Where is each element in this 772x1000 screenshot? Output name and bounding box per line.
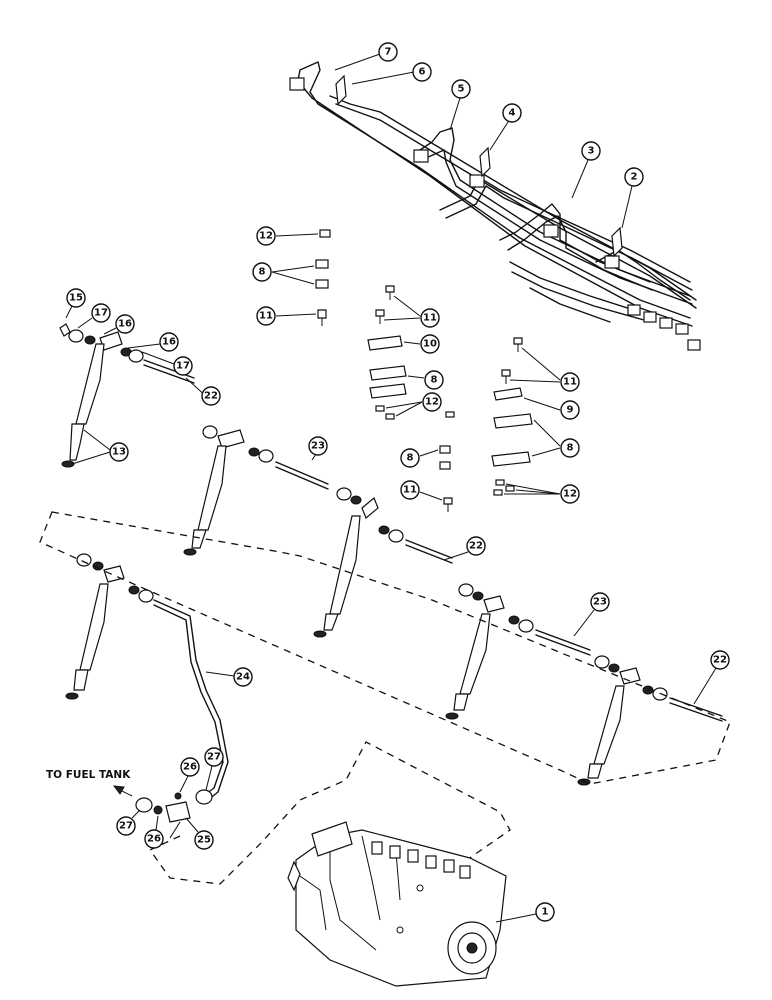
svg-text:25: 25 bbox=[197, 835, 211, 846]
svg-text:23: 23 bbox=[311, 441, 325, 452]
svg-text:9: 9 bbox=[567, 405, 574, 416]
callout-22-lower: 22 bbox=[693, 650, 730, 705]
injector-5 bbox=[445, 583, 591, 720]
callout-16-left: 16 bbox=[103, 314, 135, 335]
callout-26-lower: 26 bbox=[144, 815, 164, 849]
svg-text:16: 16 bbox=[162, 337, 176, 348]
callout-23-lower: 23 bbox=[573, 592, 610, 637]
injection-pump bbox=[287, 821, 507, 987]
svg-text:17: 17 bbox=[176, 361, 190, 372]
injection-lines-bundle bbox=[289, 61, 701, 351]
svg-text:12: 12 bbox=[425, 397, 439, 408]
svg-text:11: 11 bbox=[423, 313, 437, 324]
callout-27-upper: 27 bbox=[204, 747, 224, 791]
svg-text:7: 7 bbox=[385, 47, 392, 58]
callout-22-middle: 22 bbox=[443, 536, 486, 561]
svg-text:11: 11 bbox=[563, 377, 577, 388]
svg-text:6: 6 bbox=[419, 67, 426, 78]
clamp-hardware-center bbox=[367, 285, 455, 512]
svg-text:5: 5 bbox=[458, 84, 465, 95]
svg-text:12: 12 bbox=[259, 231, 273, 242]
callout-15: 15 bbox=[65, 288, 86, 319]
injector-2 bbox=[183, 425, 329, 556]
return-line bbox=[153, 599, 229, 801]
callout-10: 10 bbox=[403, 334, 440, 354]
callout-1: 1 bbox=[495, 902, 555, 923]
callout-8-center: 8 bbox=[407, 370, 444, 390]
callout-25: 25 bbox=[185, 817, 214, 850]
callouts: 7 6 5 4 3 2 12 8 bbox=[65, 42, 730, 923]
svg-text:23: 23 bbox=[593, 597, 607, 608]
injector-6 bbox=[577, 655, 723, 786]
injector-4 bbox=[65, 553, 154, 700]
svg-text:2: 2 bbox=[631, 172, 638, 183]
callout-2: 2 bbox=[621, 167, 644, 229]
svg-text:16: 16 bbox=[118, 319, 132, 330]
callout-24: 24 bbox=[205, 667, 253, 687]
callout-13: 13 bbox=[71, 429, 129, 465]
svg-text:22: 22 bbox=[713, 655, 727, 666]
callout-12-right: 12 bbox=[504, 483, 580, 504]
callout-11-right: 11 bbox=[509, 347, 580, 392]
svg-text:1: 1 bbox=[542, 907, 549, 918]
clamp-hardware-left bbox=[315, 229, 331, 326]
svg-text:8: 8 bbox=[431, 375, 438, 386]
svg-text:8: 8 bbox=[407, 453, 414, 464]
fuel-tank-fittings: TO FUEL TANK bbox=[46, 769, 213, 839]
callout-5: 5 bbox=[449, 79, 471, 131]
svg-text:26: 26 bbox=[147, 834, 161, 845]
callout-11-lower: 11 bbox=[400, 480, 443, 501]
callout-22-upper: 22 bbox=[185, 377, 221, 406]
clamp-hardware-right bbox=[491, 337, 533, 496]
callout-17-left: 17 bbox=[77, 303, 111, 329]
injector-1 bbox=[59, 323, 195, 468]
callout-23-upper: 23 bbox=[308, 436, 328, 461]
callout-12-top-left: 12 bbox=[256, 226, 319, 246]
svg-text:4: 4 bbox=[509, 108, 516, 119]
injector-3 bbox=[313, 487, 453, 638]
svg-text:11: 11 bbox=[403, 485, 417, 496]
svg-text:11: 11 bbox=[259, 311, 273, 322]
callout-26-upper: 26 bbox=[179, 757, 200, 793]
callout-4: 4 bbox=[489, 103, 522, 151]
callout-17-right: 17 bbox=[141, 351, 193, 376]
callout-27-lower: 27 bbox=[116, 809, 141, 836]
svg-text:26: 26 bbox=[183, 762, 197, 773]
svg-text:27: 27 bbox=[207, 752, 221, 763]
callout-8-top-left: 8 bbox=[252, 262, 315, 285]
svg-text:10: 10 bbox=[423, 339, 437, 350]
callout-7: 7 bbox=[334, 42, 398, 71]
svg-text:13: 13 bbox=[112, 447, 126, 458]
svg-text:22: 22 bbox=[204, 391, 218, 402]
svg-text:3: 3 bbox=[588, 146, 595, 157]
fuel-tank-caption: TO FUEL TANK bbox=[46, 769, 131, 781]
pump-group-outline bbox=[149, 741, 511, 885]
callout-11-center: 11 bbox=[383, 295, 440, 328]
callout-9: 9 bbox=[523, 397, 580, 420]
svg-text:8: 8 bbox=[567, 443, 574, 454]
callout-8-lower: 8 bbox=[400, 448, 439, 468]
callout-16-right: 16 bbox=[127, 332, 179, 352]
injector-group-outline bbox=[39, 511, 731, 785]
svg-text:27: 27 bbox=[119, 821, 133, 832]
callout-3: 3 bbox=[571, 141, 601, 199]
svg-text:12: 12 bbox=[563, 489, 577, 500]
svg-text:17: 17 bbox=[94, 308, 108, 319]
svg-text:8: 8 bbox=[259, 267, 266, 278]
svg-text:15: 15 bbox=[69, 293, 83, 304]
callout-12-center: 12 bbox=[385, 392, 442, 417]
callout-11-top-left: 11 bbox=[256, 306, 317, 326]
svg-text:24: 24 bbox=[236, 672, 250, 683]
callout-6: 6 bbox=[351, 62, 432, 85]
callout-8-right: 8 bbox=[531, 419, 580, 458]
svg-text:22: 22 bbox=[469, 541, 483, 552]
